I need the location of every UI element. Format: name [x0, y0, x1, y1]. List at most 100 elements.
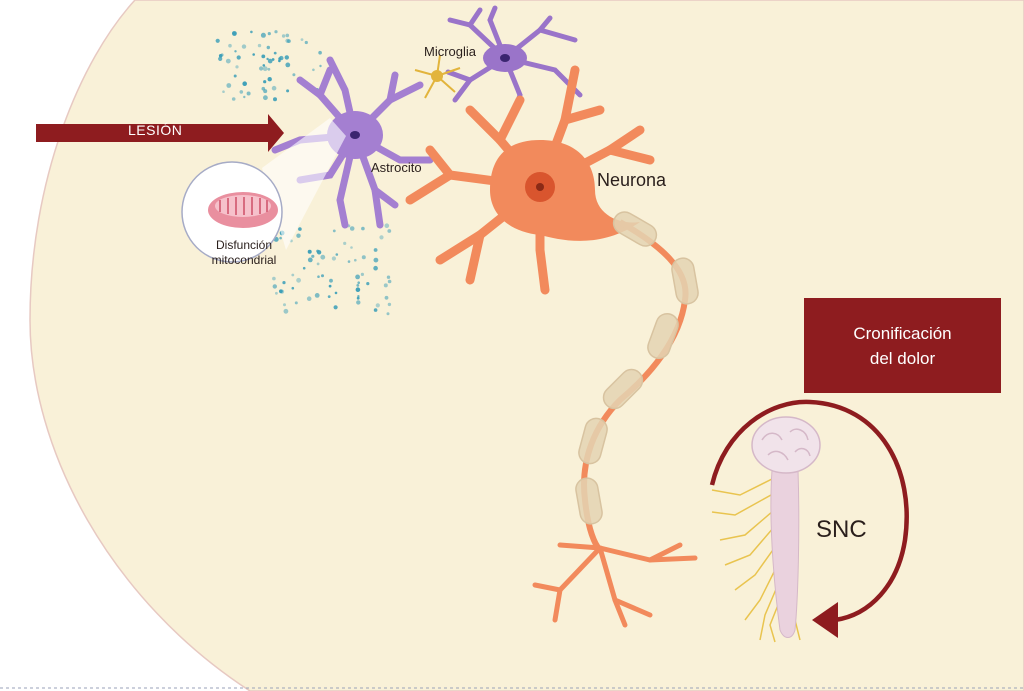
- signal-dot: [386, 312, 390, 316]
- signal-dot: [333, 305, 338, 310]
- signal-dot: [218, 56, 223, 62]
- small-glial-body: [431, 70, 443, 82]
- signal-dot: [262, 66, 268, 72]
- signal-dot: [226, 83, 232, 88]
- signal-dot: [246, 91, 251, 96]
- signal-dot: [335, 253, 339, 256]
- signal-dot: [306, 296, 312, 302]
- signal-dot: [267, 31, 271, 36]
- signal-dot: [271, 85, 277, 91]
- signal-dot: [260, 32, 266, 38]
- signal-dot: [318, 50, 322, 55]
- signal-dot: [302, 266, 306, 270]
- signal-dot: [273, 97, 277, 102]
- signal-dot: [307, 249, 312, 254]
- signal-dot: [355, 274, 360, 280]
- chronic-label-line1: Cronificación: [853, 323, 952, 343]
- mitochondrial-dysfunction-label: Disfunción mitocondrial: [196, 238, 292, 268]
- signal-dot: [235, 65, 239, 69]
- signal-dot: [267, 58, 273, 64]
- signal-dot: [279, 289, 283, 294]
- signal-dot: [291, 273, 295, 277]
- brain-icon: [751, 416, 821, 474]
- signal-dot: [285, 62, 291, 68]
- signal-dot: [285, 33, 290, 38]
- mitochondrial-label-line2: mitocondrial: [211, 253, 277, 267]
- signal-dot: [250, 30, 253, 34]
- signal-dot: [225, 58, 231, 64]
- microglia-nucleus: [500, 54, 510, 62]
- signal-dot: [263, 89, 268, 94]
- signal-dot: [273, 51, 277, 55]
- signal-dot: [317, 275, 320, 279]
- signal-dot: [350, 246, 353, 249]
- signal-dot: [266, 45, 270, 50]
- spinal-cord-icon: [770, 469, 800, 638]
- signal-dot: [279, 55, 284, 61]
- signal-dot: [292, 73, 296, 77]
- signal-dot: [283, 308, 289, 314]
- signal-dot: [232, 31, 235, 34]
- signal-dot: [357, 281, 361, 285]
- signal-dot: [257, 43, 262, 48]
- neuron-soma: [490, 140, 640, 241]
- signal-dot: [361, 255, 366, 260]
- signal-dot: [283, 303, 286, 307]
- mitochondrion-inset: [181, 118, 346, 263]
- signal-dot: [331, 256, 336, 261]
- signal-dot: [356, 300, 361, 305]
- myelin-sheaths: [575, 211, 699, 525]
- signal-dot: [263, 80, 267, 84]
- signal-dot: [383, 283, 388, 288]
- signal-dot: [278, 59, 281, 63]
- signal-dot: [373, 265, 378, 271]
- signal-dot: [332, 229, 336, 233]
- signal-dot: [319, 64, 322, 68]
- signal-dot: [267, 67, 271, 71]
- signal-dot: [286, 89, 290, 93]
- signal-dot: [386, 275, 391, 279]
- signal-dot: [272, 276, 276, 281]
- signal-dot: [243, 95, 246, 99]
- signal-dot: [279, 236, 282, 240]
- signal-dot: [387, 229, 392, 233]
- astrocyte-nucleus: [350, 131, 360, 139]
- microglia-label: Microglia: [424, 44, 477, 59]
- signal-dot: [349, 226, 355, 231]
- signal-dot: [236, 55, 241, 60]
- signal-dot: [232, 31, 237, 36]
- signal-dot: [228, 43, 232, 48]
- mitochondrial-label-line1: Disfunción: [215, 238, 273, 252]
- signal-dot: [281, 34, 286, 38]
- signal-dot: [218, 54, 223, 58]
- snc-label: SNC: [816, 516, 867, 543]
- signal-dot: [284, 55, 289, 60]
- signal-dot: [312, 68, 315, 72]
- signal-dot: [379, 235, 384, 240]
- signal-dot: [267, 77, 272, 82]
- neuron-nucleolus: [536, 183, 544, 191]
- signal-dot: [314, 293, 320, 298]
- signal-dot: [263, 95, 268, 101]
- signal-dots-upper: [215, 30, 322, 102]
- signal-dot: [231, 97, 236, 101]
- signal-dot: [356, 284, 360, 287]
- signal-dot: [259, 66, 264, 71]
- signal-dot: [304, 40, 308, 45]
- signal-dot: [300, 38, 304, 41]
- lesion-label: LESIÓN: [128, 122, 183, 138]
- signal-dot: [271, 58, 275, 61]
- signal-dot: [261, 54, 266, 59]
- mitochondrion-icon: [208, 192, 278, 228]
- signal-dot: [354, 258, 357, 262]
- signal-dot: [294, 301, 298, 305]
- signal-dot: [266, 57, 269, 61]
- lesion-arrow-icon: [36, 114, 284, 152]
- signal-dot: [307, 257, 313, 263]
- signal-dot: [360, 272, 364, 276]
- signal-dot: [282, 281, 286, 285]
- signal-dot: [296, 233, 301, 238]
- signal-dot: [334, 291, 338, 295]
